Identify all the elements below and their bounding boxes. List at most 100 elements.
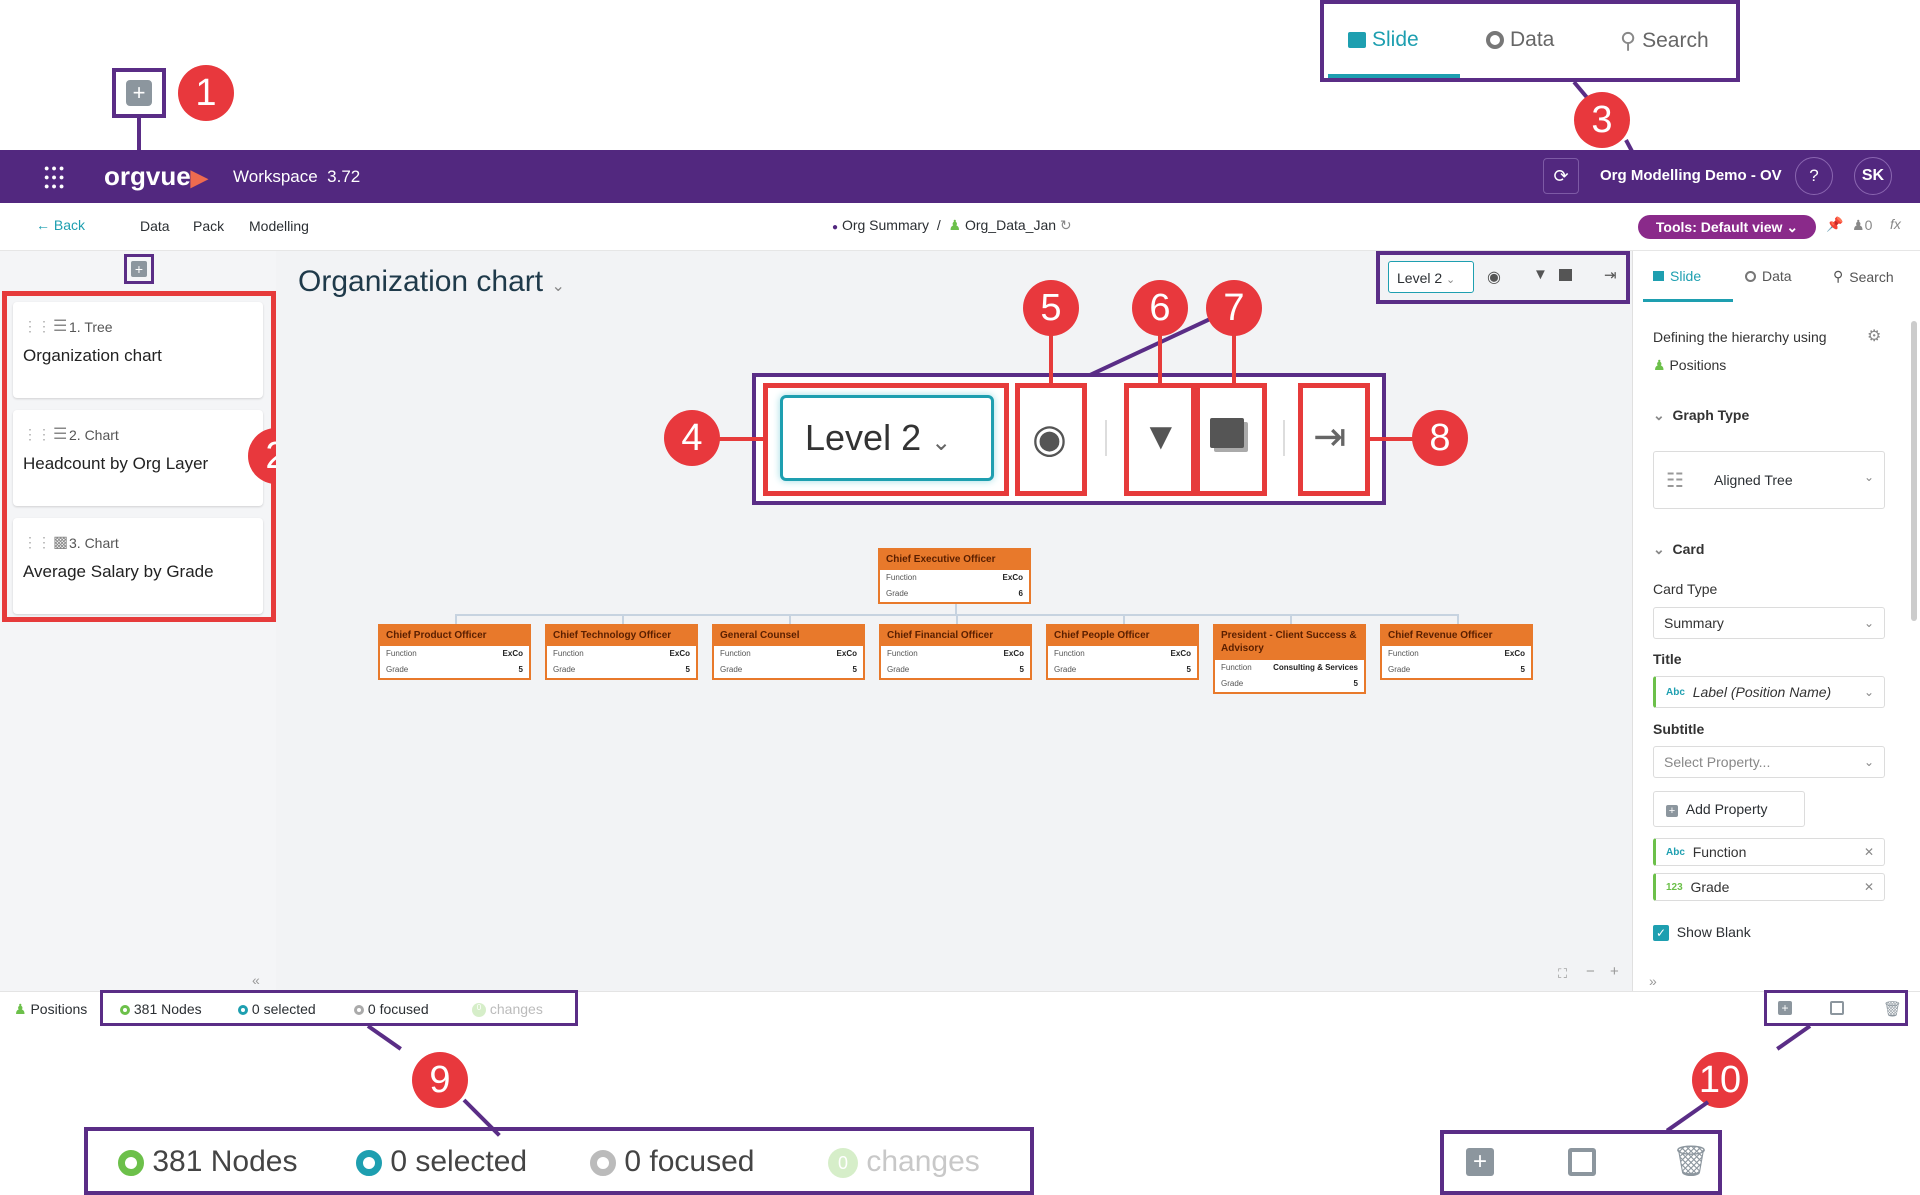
- orgvue-logo[interactable]: orgvue▶: [104, 161, 208, 191]
- property-grade[interactable]: 123 Grade ✕: [1653, 873, 1885, 901]
- data-icon: [1745, 270, 1756, 282]
- callout-10: 10: [1692, 1052, 1748, 1108]
- aligned-tree-icon: ☷: [1666, 470, 1684, 492]
- show-blank-checkbox[interactable]: ✓ Show Blank: [1653, 924, 1751, 941]
- canvas-title[interactable]: Organization chart ⌄: [298, 265, 565, 298]
- card-type-select[interactable]: Summary⌄: [1653, 607, 1885, 639]
- expand-right-icon[interactable]: »: [1649, 973, 1657, 989]
- project-name[interactable]: Org Modelling Demo - OV: [1600, 167, 1782, 184]
- zoom-card-icon[interactable]: [1210, 418, 1244, 448]
- callout-4-line: [718, 437, 766, 441]
- zoom-palette-icon[interactable]: ◉: [1032, 417, 1067, 461]
- zoom-tab-slide[interactable]: Slide: [1348, 28, 1419, 52]
- zoom-in-icon[interactable]: +: [1610, 963, 1619, 980]
- help-button[interactable]: ?: [1795, 157, 1833, 195]
- filter-icon[interactable]: ▼: [1533, 266, 1548, 283]
- user-avatar[interactable]: SK: [1854, 157, 1892, 195]
- user-count[interactable]: ♟0: [1852, 217, 1873, 233]
- org-card-field-value: 6: [1018, 589, 1023, 598]
- title-select[interactable]: Abc Label (Position Name) ⌄: [1653, 676, 1885, 708]
- selected-count[interactable]: 0 selected: [238, 1001, 316, 1017]
- pin-icon[interactable]: 📌: [1826, 216, 1844, 232]
- nav-modelling[interactable]: Modelling: [249, 218, 309, 234]
- properties-panel: Slide Data ⚲Search Defining the hierarch…: [1632, 251, 1920, 991]
- delete-node-button[interactable]: 🗑: [1883, 1001, 1903, 1018]
- zoom-changes-count: 0 changes: [828, 1145, 980, 1179]
- remove-icon[interactable]: ✕: [1863, 880, 1874, 894]
- callout-3: 3: [1574, 92, 1630, 148]
- graph-type-section[interactable]: ⌄ Graph Type: [1653, 407, 1750, 423]
- refresh-button[interactable]: ⟳: [1543, 158, 1579, 194]
- subtitle-label: Subtitle: [1653, 721, 1705, 737]
- callout-8: 8: [1412, 410, 1468, 466]
- drag-handle-icon[interactable]: ⋮⋮: [23, 426, 51, 442]
- zoom-out-icon[interactable]: −: [1586, 963, 1595, 980]
- zoom-level-select[interactable]: Level 2 ⌄: [780, 395, 994, 481]
- bar-chart-icon: ▩: [53, 534, 69, 551]
- drag-handle-icon[interactable]: ⋮⋮: [23, 534, 51, 550]
- zoom-filter-icon[interactable]: ▼: [1142, 416, 1180, 458]
- org-card-field-label: Function: [887, 649, 918, 658]
- duplicate-node-button[interactable]: [1830, 1001, 1844, 1015]
- export-icon[interactable]: ⇥: [1604, 267, 1617, 284]
- callout-6-line: [1158, 334, 1162, 386]
- org-card-field-value: ExCo: [1170, 649, 1191, 658]
- card-section[interactable]: ⌄ Card: [1653, 541, 1705, 557]
- palette-icon[interactable]: ◉: [1487, 269, 1501, 286]
- settings-gear-icon[interactable]: ⚙: [1867, 328, 1882, 345]
- add-property-button[interactable]: + Add Property: [1653, 791, 1805, 827]
- nav-pack[interactable]: Pack: [193, 218, 225, 234]
- add-slide-zoom-button[interactable]: +: [126, 80, 152, 106]
- back-link[interactable]: ← Back: [36, 217, 86, 233]
- property-function[interactable]: Abc Function ✕: [1653, 838, 1885, 866]
- chevron-down-icon: ⌄: [1653, 541, 1665, 557]
- zoom-tab-data[interactable]: Data: [1486, 28, 1554, 52]
- zoom-export-icon[interactable]: ⇥: [1313, 415, 1347, 459]
- slide-icon: [1348, 32, 1366, 48]
- changes-count[interactable]: 0 changes: [472, 1001, 543, 1018]
- app-launcher-icon[interactable]: ●●●●●●●●●: [44, 163, 67, 191]
- panel-tab-slide[interactable]: Slide: [1653, 268, 1701, 284]
- card-icon[interactable]: [1559, 269, 1572, 281]
- drag-handle-icon[interactable]: ⋮⋮: [23, 318, 51, 334]
- hierarchy-icon: ♟: [14, 1001, 27, 1017]
- formula-button[interactable]: fx: [1890, 216, 1901, 232]
- add-slide-button[interactable]: +: [131, 261, 147, 277]
- org-card-field-label: Function: [886, 573, 917, 582]
- focused-count[interactable]: 0 focused: [354, 1001, 429, 1017]
- zoom-export-highlight: [1298, 383, 1370, 496]
- subtitle-select[interactable]: Select Property...⌄: [1653, 746, 1885, 778]
- nodes-count[interactable]: 381 Nodes: [120, 1001, 202, 1017]
- add-node-button[interactable]: +: [1778, 1001, 1792, 1015]
- graph-type-select[interactable]: ☷ Aligned Tree ⌄: [1653, 451, 1885, 509]
- positions-indicator[interactable]: ♟ Positions: [14, 1001, 88, 1017]
- panel-scrollbar[interactable]: [1911, 321, 1917, 621]
- hierarchy-value[interactable]: ♟ Positions: [1653, 357, 1727, 373]
- nav-data[interactable]: Data: [140, 218, 170, 234]
- org-connector: [955, 614, 958, 624]
- org-card-field-label: Grade: [886, 589, 909, 598]
- fit-screen-icon[interactable]: ⛶: [1558, 966, 1568, 981]
- level-select-small[interactable]: Level 2 ⌄: [1388, 261, 1474, 293]
- collapse-left-icon[interactable]: «: [252, 972, 260, 988]
- slide-card-2[interactable]: ⋮⋮ ☰ 2. Chart Headcount by Org Layer: [13, 410, 263, 506]
- panel-tab-data[interactable]: Data: [1745, 268, 1792, 284]
- slide-card-1[interactable]: ⋮⋮ ☰ 1. Tree Organization chart: [13, 302, 263, 398]
- remove-icon[interactable]: ✕: [1863, 845, 1874, 859]
- slide-card-3[interactable]: ⋮⋮ ▩ 3. Chart Average Salary by Grade: [13, 518, 263, 614]
- tools-view-button[interactable]: Tools: Default view ⌄: [1638, 215, 1816, 239]
- panel-tab-search[interactable]: ⚲Search: [1833, 268, 1894, 285]
- search-icon: ⚲: [1833, 268, 1844, 284]
- zoom-tab-search[interactable]: ⚲ Search: [1620, 28, 1709, 53]
- zoom-top-tabs: Slide Data ⚲ Search: [1320, 0, 1740, 82]
